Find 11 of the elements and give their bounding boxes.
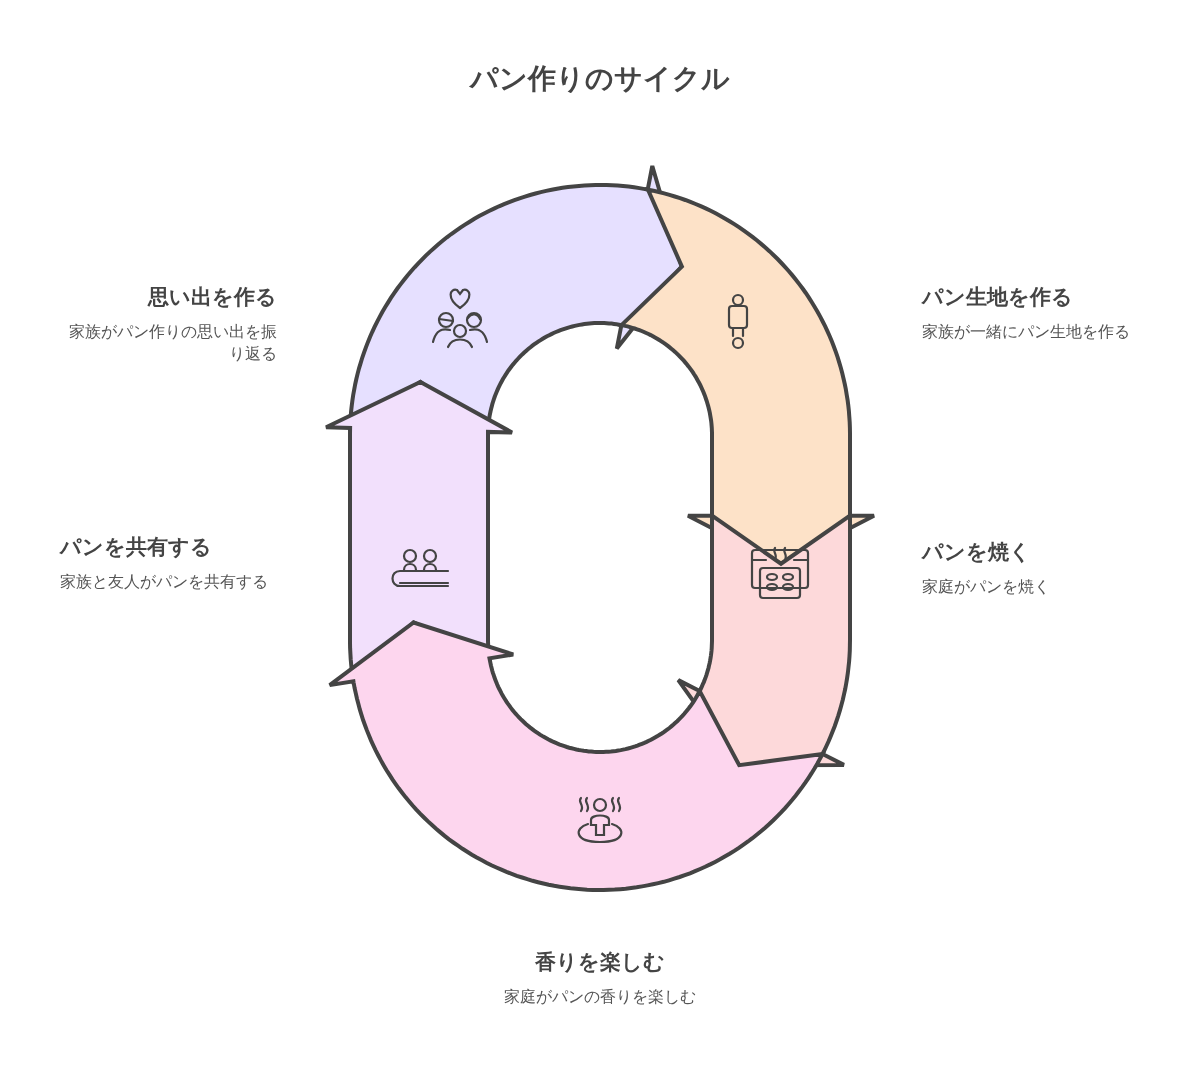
diagram-title: パン作りのサイクル: [468, 61, 731, 97]
step-description: 家庭がパンの香りを楽しむ: [503, 986, 697, 1008]
step-heading: 思い出を作る: [146, 284, 277, 311]
step-heading: パン生地を作る: [922, 284, 1074, 311]
step-description: 家族が一緒にパン生地を作る: [922, 321, 1131, 343]
step-description: 家族がパン作りの思い出を振り返る: [68, 321, 277, 365]
step-heading: 香りを楽しむ: [534, 949, 666, 976]
step-heading: パンを焼く: [922, 539, 1032, 566]
step-description: 家族と友人がパンを共有する: [60, 571, 269, 593]
step-heading: パンを共有する: [60, 534, 213, 561]
step-description: 家庭がパンを焼く: [922, 576, 1051, 598]
